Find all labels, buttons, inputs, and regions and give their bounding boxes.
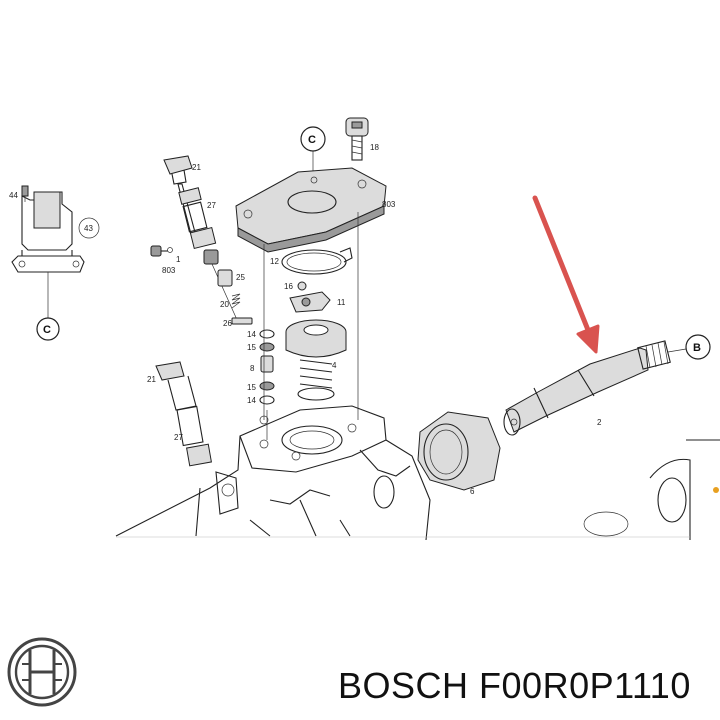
part-label-803-right: 803	[382, 200, 396, 209]
valve-stack-lower	[155, 361, 212, 467]
part-label-44: 44	[9, 191, 18, 200]
right-partial-housing	[583, 439, 720, 540]
part-label-14-lower: 14	[247, 396, 256, 405]
brand-name: BOSCH	[338, 665, 469, 706]
part-label-27-lower: 27	[174, 433, 183, 442]
cover-plate-803	[235, 167, 387, 420]
plunger-4	[285, 319, 347, 401]
part-label-11: 11	[337, 298, 346, 307]
callout-b: B	[693, 342, 701, 354]
part-label-4: 4	[332, 361, 337, 370]
bosch-armature-logo-icon	[7, 637, 77, 707]
bolt-18	[345, 117, 369, 161]
part-label-1: 1	[176, 255, 181, 264]
part-label-43: 43	[84, 224, 93, 233]
part-label-8: 8	[250, 364, 255, 373]
callout-b-circle	[685, 334, 711, 360]
valve-stack-upper	[163, 155, 239, 323]
small-parts-column	[217, 269, 253, 325]
part-label-21-lower: 21	[147, 375, 156, 384]
part-label-15-upper: 15	[247, 343, 256, 352]
pipe-connector-2	[503, 340, 671, 436]
part-label-15-lower: 15	[247, 383, 256, 392]
part-label-20: 20	[220, 300, 229, 309]
part-label-21-upper: 21	[192, 163, 201, 172]
part-label-18: 18	[370, 143, 379, 152]
part-label-12: 12	[270, 257, 279, 266]
callout-c-top: C	[308, 134, 316, 146]
part-label-26: 26	[223, 319, 232, 328]
part-label-14-upper: 14	[247, 330, 256, 339]
o-ring-12	[281, 247, 353, 275]
callout-c-left-circle	[36, 317, 60, 341]
nut-6	[417, 411, 501, 491]
sensor-assembly	[11, 185, 85, 318]
red-pointer-arrow-icon	[532, 195, 600, 354]
pump-housing	[115, 405, 431, 541]
part-label-16: 16	[284, 282, 293, 291]
product-caption: BOSCH F00R0P1110	[338, 660, 713, 712]
part-label-27-upper: 27	[207, 201, 216, 210]
product-part-number: F00R0P1110	[479, 665, 691, 706]
pin-16-cam-11	[289, 281, 331, 313]
screw-1	[150, 245, 173, 257]
part-label-2: 2	[597, 418, 602, 427]
callout-c-left: C	[43, 324, 51, 336]
part-circle-43	[78, 217, 100, 239]
part-label-6: 6	[470, 487, 475, 496]
part-label-25: 25	[236, 273, 245, 282]
part-label-803-left: 803	[162, 266, 176, 275]
